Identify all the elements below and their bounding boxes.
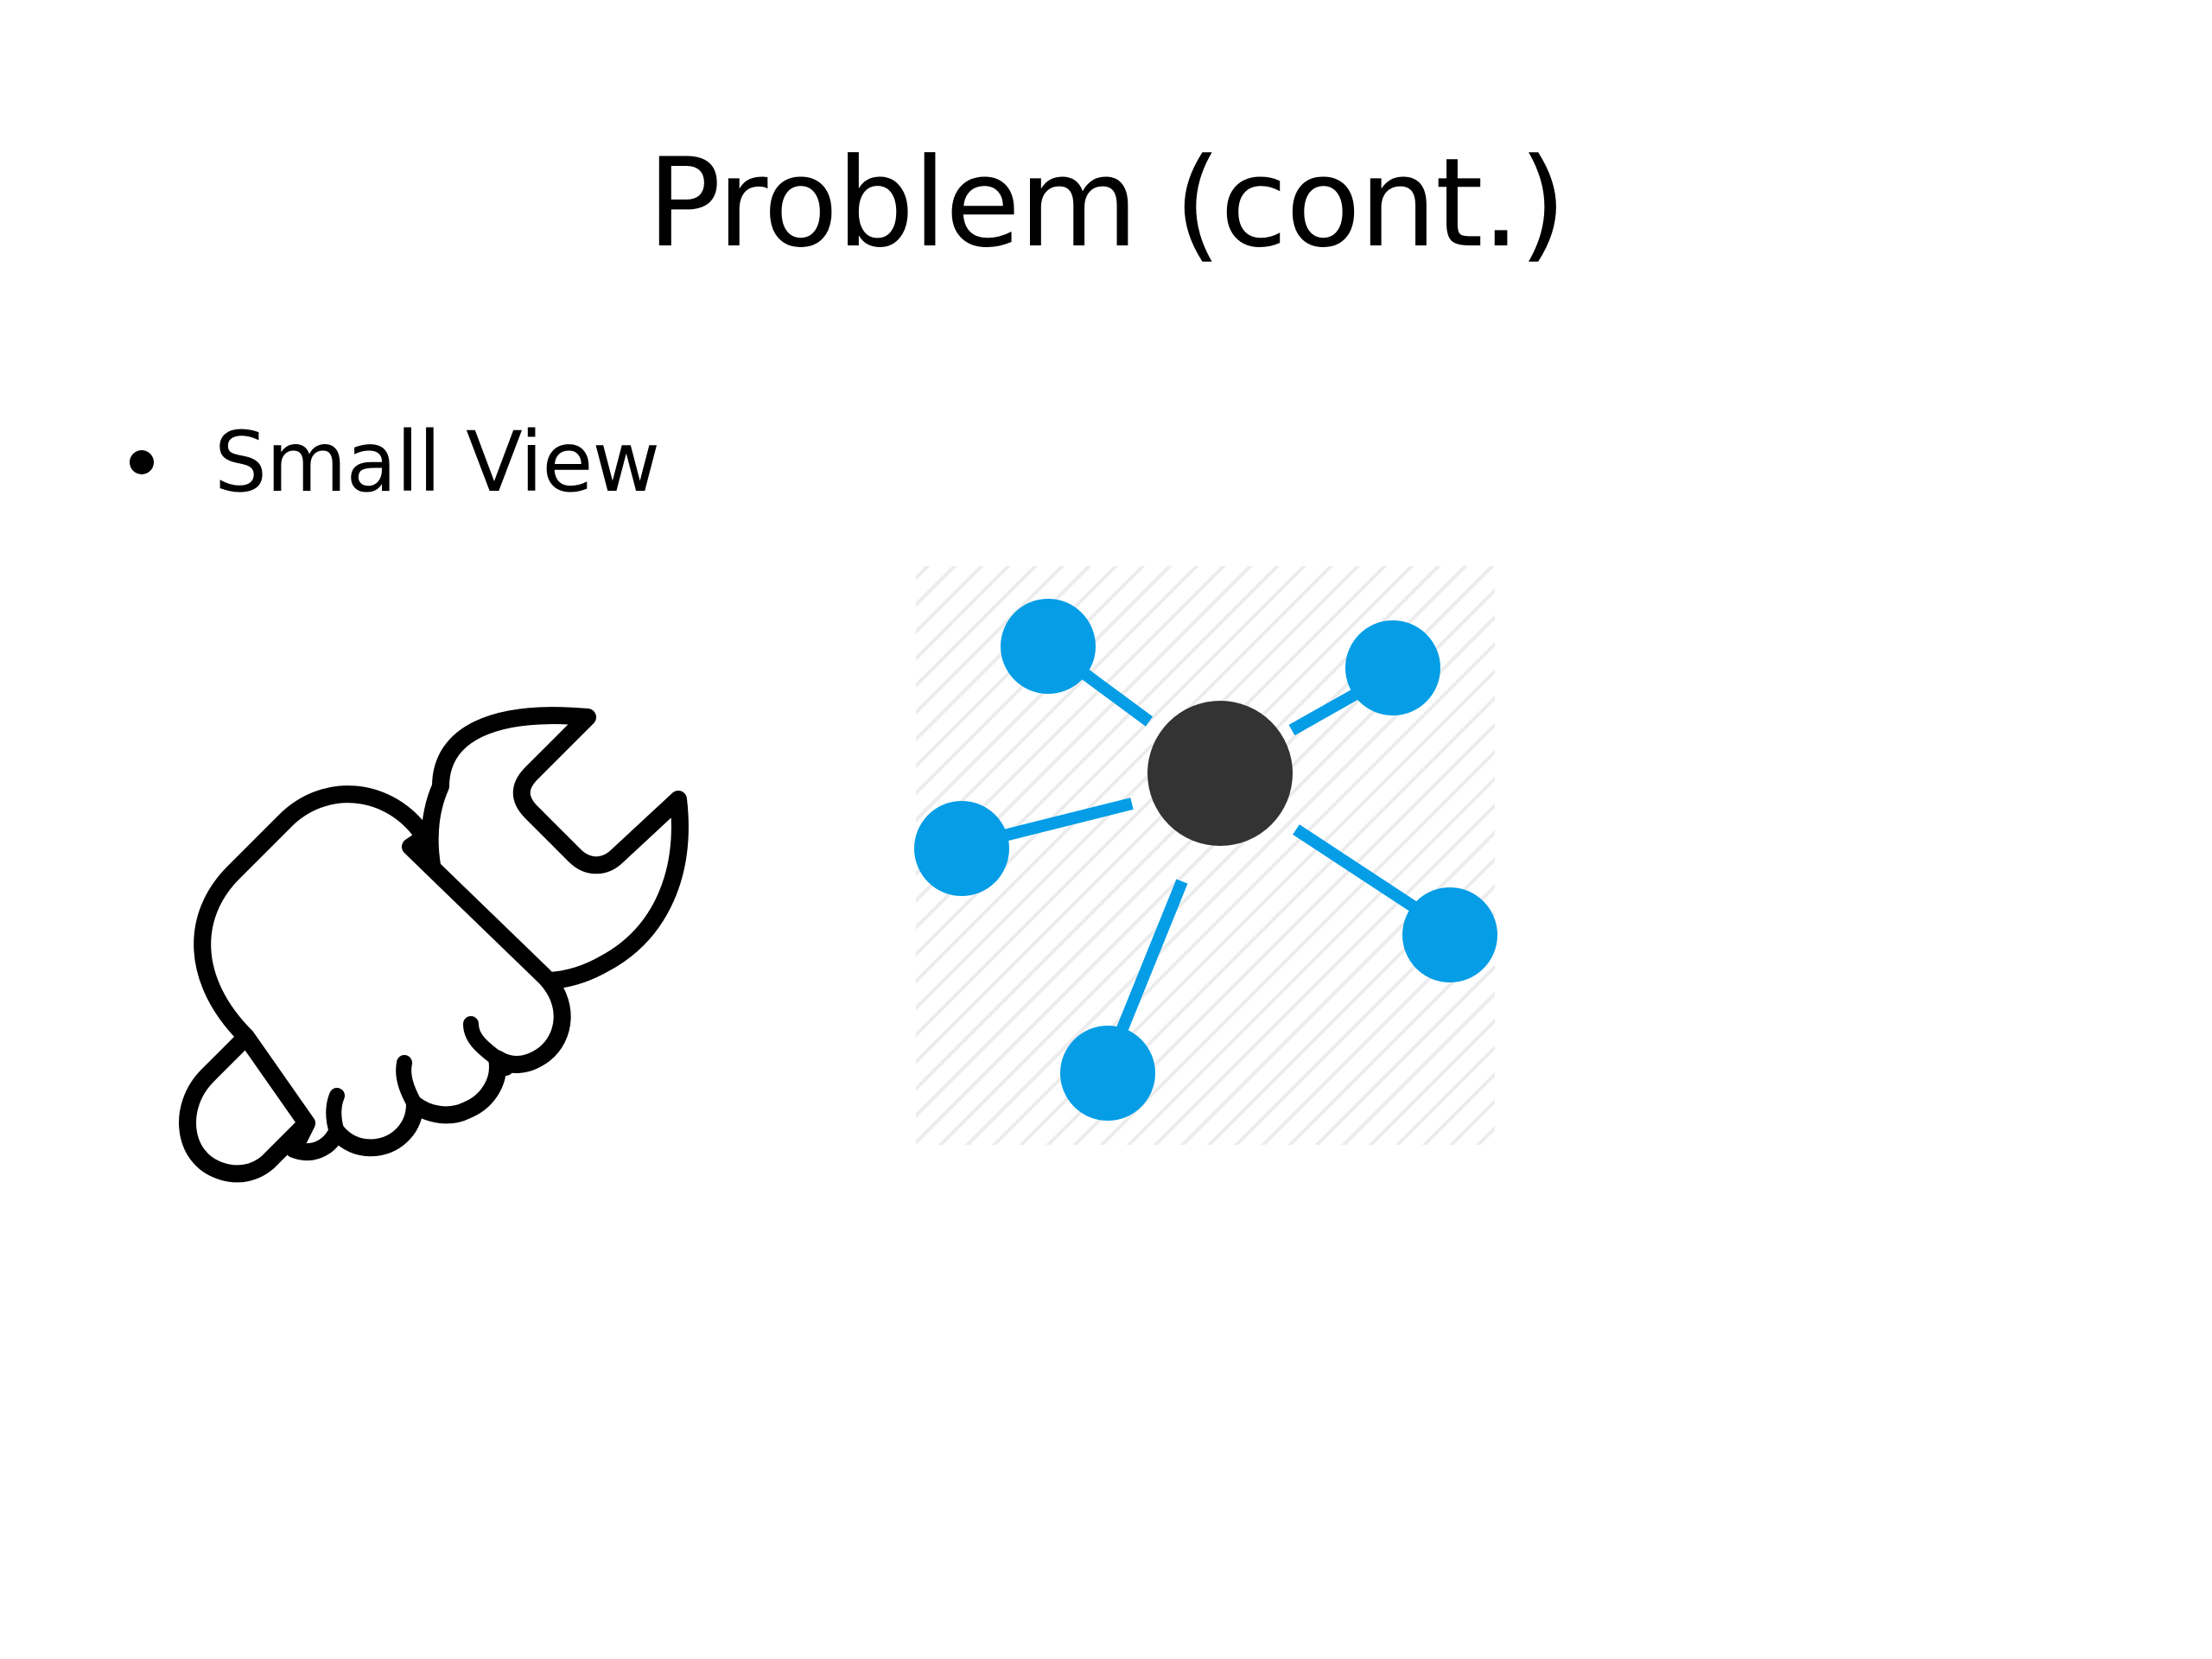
bullet-item: Small View bbox=[130, 414, 660, 511]
network-hub-icon bbox=[914, 566, 1497, 1145]
bullet-list: Small View bbox=[130, 414, 660, 511]
hand-holding-wrench-icon bbox=[179, 707, 689, 1183]
slide-title: Problem (cont.) bbox=[646, 132, 1567, 275]
bullet-dot bbox=[130, 450, 154, 474]
bullet-text: Small View bbox=[214, 414, 660, 511]
